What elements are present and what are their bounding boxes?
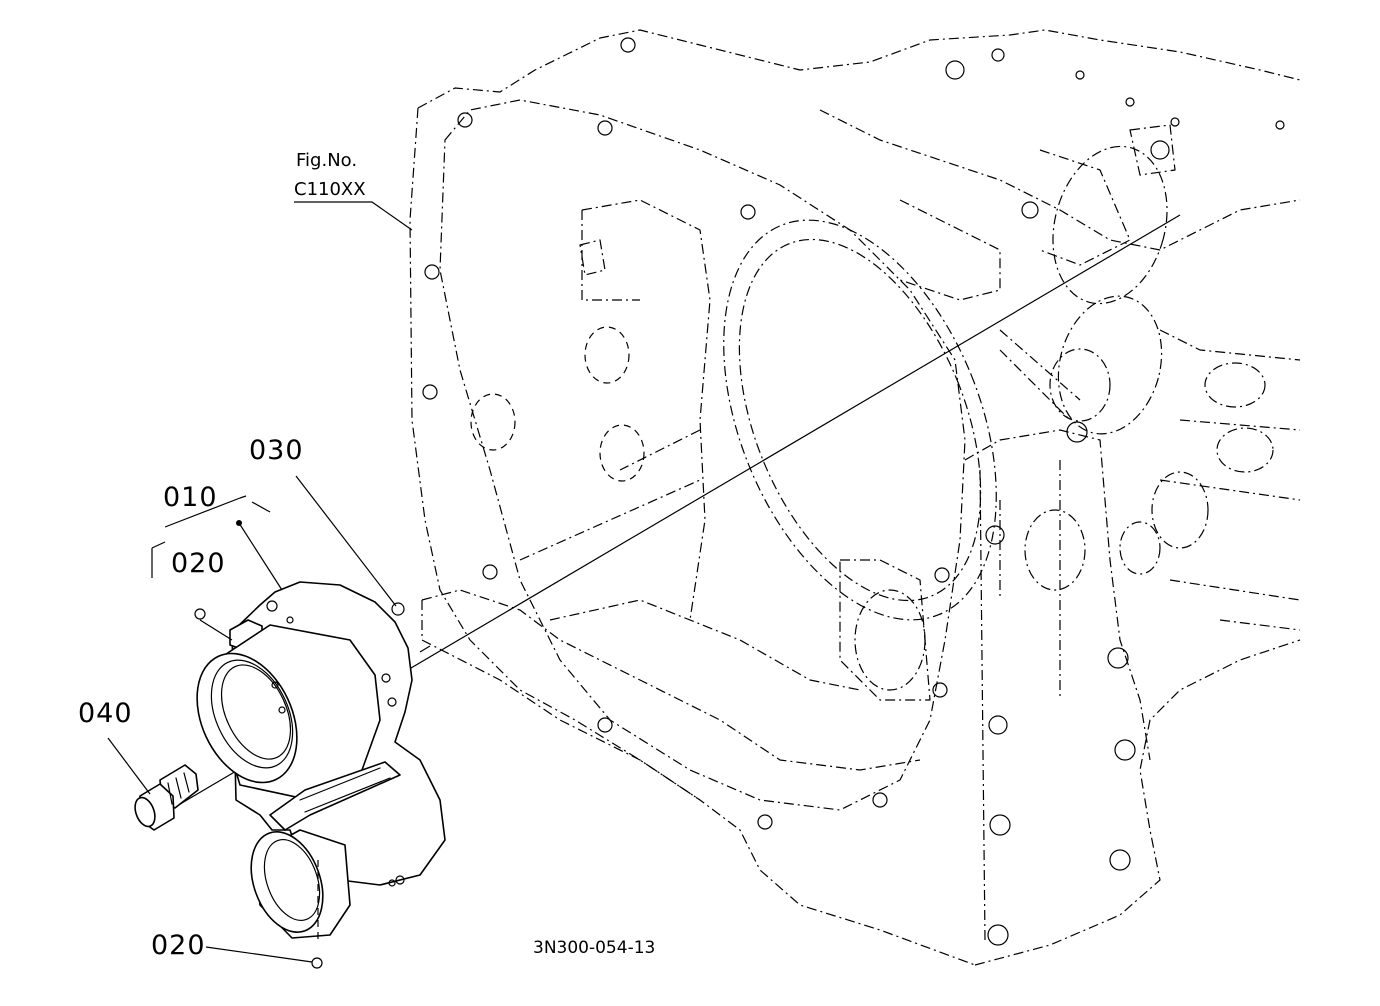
bracket-020-left: [151, 541, 166, 578]
housing-top-rear: [819, 109, 1301, 301]
fig-ref-leader: [294, 201, 413, 231]
leader-020-upper: [199, 619, 233, 641]
part-020-plug-lower: [311, 957, 323, 969]
holder-lower-bore: [250, 831, 324, 933]
leader-lines: [107, 201, 413, 963]
callout-010: 010: [163, 482, 218, 513]
fig-ref-label: Fig.No.: [296, 150, 358, 171]
callout-020-lower: 020: [151, 930, 206, 961]
housing-bolt-holes: [422, 37, 1285, 946]
part-020-plug-upper: [194, 608, 206, 620]
callout-020-upper: 020: [171, 548, 226, 579]
leader-040: [107, 737, 151, 795]
housing-outer-flange: [409, 29, 1301, 966]
housing-rear-circle: [1057, 295, 1163, 435]
housing-lower-bore: [854, 589, 926, 691]
part-010-holder: [196, 581, 446, 940]
housing-main-bore-inner: [738, 238, 982, 602]
drawing-code: 3N300-054-13: [533, 938, 656, 958]
housing-bell-opening: [439, 99, 966, 811]
part-030-o-ring: [391, 602, 405, 616]
housing-inner-wall: [519, 199, 711, 621]
callout-040: 040: [78, 698, 133, 729]
leader-010: [238, 522, 283, 591]
part-040-bolt: [134, 764, 199, 831]
housing-top-circle: [1052, 145, 1168, 305]
leader-010-upper: [164, 497, 241, 528]
axis-stub: [419, 645, 431, 653]
fig-ref-code: C110XX: [294, 179, 366, 200]
leader-020-lower: [205, 946, 313, 963]
holder-arm: [269, 761, 401, 831]
housing-bottom: [421, 559, 931, 801]
housing-bosses: [470, 239, 1274, 591]
holder-upper-bore-inner: [210, 659, 294, 769]
housing-main-bore: [723, 219, 997, 621]
leader-030: [295, 475, 397, 607]
holder-flange-holes: [266, 600, 405, 887]
housing-side-wall: [964, 329, 1301, 941]
transmission-housing-phantom: [409, 29, 1301, 966]
callout-030: 030: [249, 435, 304, 466]
